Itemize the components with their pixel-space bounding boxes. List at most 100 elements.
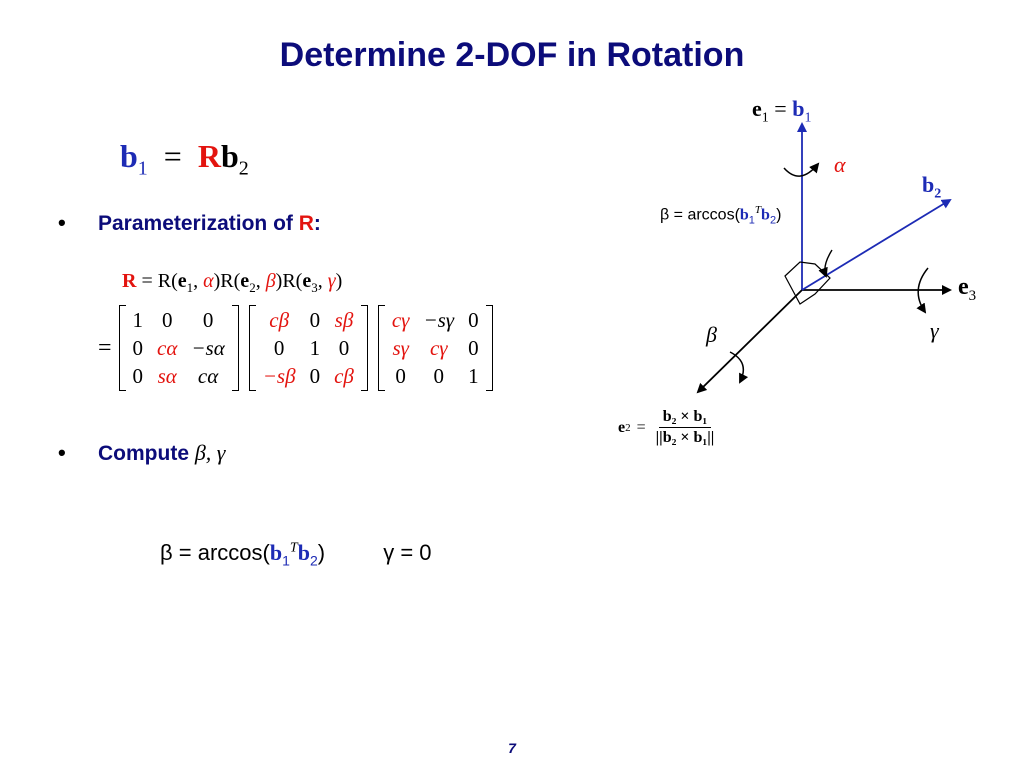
e1-sub: 1 [186, 280, 194, 295]
gamma-symbol: γ [327, 270, 336, 292]
matrix-cell: 0 [395, 364, 406, 388]
bullet-math: β, γ [194, 440, 226, 465]
beta-arccos-sup: T [754, 204, 762, 216]
matrix-cell: 0 [132, 364, 144, 388]
matrix-cell: 0 [468, 308, 479, 332]
beta-symbol: β [265, 270, 276, 292]
gamma-label: γ [930, 318, 939, 343]
beta-arccos-pre: β = arccos( [660, 206, 740, 224]
r-comma: , [193, 270, 204, 292]
axes-diagram-svg [696, 122, 952, 394]
matrix-cell: 0 [468, 336, 479, 360]
e2-def-lhs: e [618, 418, 626, 436]
result-b2-sub: 2 [309, 552, 318, 569]
matrix-cell: sα [157, 364, 177, 388]
b2-label: b2 [922, 172, 941, 202]
r-part: ) [335, 270, 343, 292]
matrix-cell: 0 [433, 364, 445, 388]
e3-label: e3 [958, 274, 976, 305]
e3-label-e: e [958, 274, 969, 300]
e3-sub: 3 [311, 280, 318, 295]
b2-symbol: b [220, 138, 239, 174]
b2-sub: 2 [238, 157, 249, 180]
b2-label-b: b [922, 172, 935, 197]
matrix-cell: sβ [334, 308, 354, 332]
bullet-text: Parameterization of [98, 212, 299, 235]
beta-arccos-sub1: 1 [748, 214, 755, 227]
matrix-equals: = [98, 334, 112, 361]
matrix-cell: cβ [334, 364, 354, 388]
bullet-text: Compute [98, 442, 195, 465]
beta-result-lhs: β = arccos( [160, 540, 270, 565]
slide-title: Determine 2-DOF in Rotation [279, 36, 745, 74]
r-comma: , [317, 270, 328, 292]
e2-symbol: e [240, 270, 250, 292]
r-part: )R( [275, 270, 303, 292]
beta-arccos-b2: b [761, 206, 770, 224]
e3-symbol: e [302, 270, 312, 292]
result-transpose: T [289, 540, 298, 556]
e1-b1-label: e1 = b1 [752, 96, 811, 126]
matrix-cell: cα [157, 336, 178, 360]
beta-label: β [706, 322, 717, 347]
matrix-cell: cγ [391, 308, 410, 332]
matrix-cell: −sα [191, 336, 225, 360]
matrix-cell: 0 [273, 336, 285, 360]
matrix-cell: 0 [161, 308, 173, 332]
matrix-cell: 0 [132, 336, 144, 360]
b1-symbol: b [120, 138, 138, 174]
bullet-parameterization: •Parameterization of R: [58, 210, 321, 236]
matrix-cell: cγ [429, 336, 448, 360]
matrix-cell: 1 [309, 336, 321, 360]
b1-label-sub: 1 [804, 110, 812, 126]
r-part: )R( [213, 270, 241, 292]
alpha-symbol: α [203, 270, 214, 292]
e2-def-eq: = [636, 418, 646, 436]
bullet-compute: • Compute β, γ [58, 440, 225, 466]
matrix-cell: cβ [269, 308, 290, 332]
r-comma: , [255, 270, 266, 292]
matrix-cell: 0 [202, 308, 214, 332]
e1-label: e [752, 96, 762, 121]
e1-symbol: e [177, 270, 187, 292]
bullet-dot-icon: • [58, 440, 66, 465]
result-b1: b [269, 540, 283, 565]
matrix-cell: 1 [132, 308, 144, 332]
matrix-cell: 0 [309, 308, 321, 332]
matrix-cell: 0 [338, 336, 350, 360]
bullet-dot-icon: • [58, 210, 66, 235]
alpha-label: α [834, 152, 846, 177]
beta-arc [729, 351, 749, 384]
e2-def-fraction: b₂ × b₁ ||b₂ × b₁|| [652, 408, 719, 447]
r-eq: = [141, 270, 158, 292]
matrix-cell: cα [197, 364, 219, 388]
result-b2: b [297, 540, 310, 565]
matrix-cell: 0 [309, 364, 321, 388]
gamma-result: γ = 0 [383, 540, 432, 565]
b1-label: b [792, 96, 805, 121]
e2-def-lhs-sub: 2 [625, 421, 631, 434]
beta-arccos-b1: b [739, 206, 749, 224]
rotation-plane [784, 261, 831, 305]
matrix-cell: −sβ [262, 364, 296, 388]
alpha-arc [783, 162, 820, 177]
matrix-cell: −sγ [423, 308, 455, 332]
beta-arccos-close: ) [776, 206, 782, 224]
beta-arccos-arc [818, 249, 833, 278]
matrix-gamma: cγ −sγ 0 sγ cγ 0 0 0 1 [377, 305, 493, 391]
matrix-alpha: 1 0 0 0 cα −sα 0 sα cα [118, 305, 239, 391]
main-equation: b1 = Rb2 [120, 138, 249, 180]
bullet-highlight: R [298, 212, 314, 235]
matrix-beta: cβ 0 sβ 0 1 0 −sβ 0 cβ [248, 305, 368, 391]
result-close: ) [317, 540, 326, 565]
b2-vector [801, 198, 952, 291]
r-decomposition: R = R(e1, α)R(e2, β)R(e3, γ) [122, 270, 342, 296]
e2-sub: 2 [249, 280, 256, 295]
rotation-matrices: = 1 0 0 0 cα −sα 0 sα cα cβ 0 sβ 0 1 0 −… [98, 305, 498, 391]
result-equation: β = arccos(b1Tb2) γ = 0 [160, 540, 432, 568]
beta-arccos-sub2: 2 [769, 214, 777, 227]
gamma-arc [916, 267, 929, 314]
e3-label-sub: 3 [968, 287, 977, 304]
